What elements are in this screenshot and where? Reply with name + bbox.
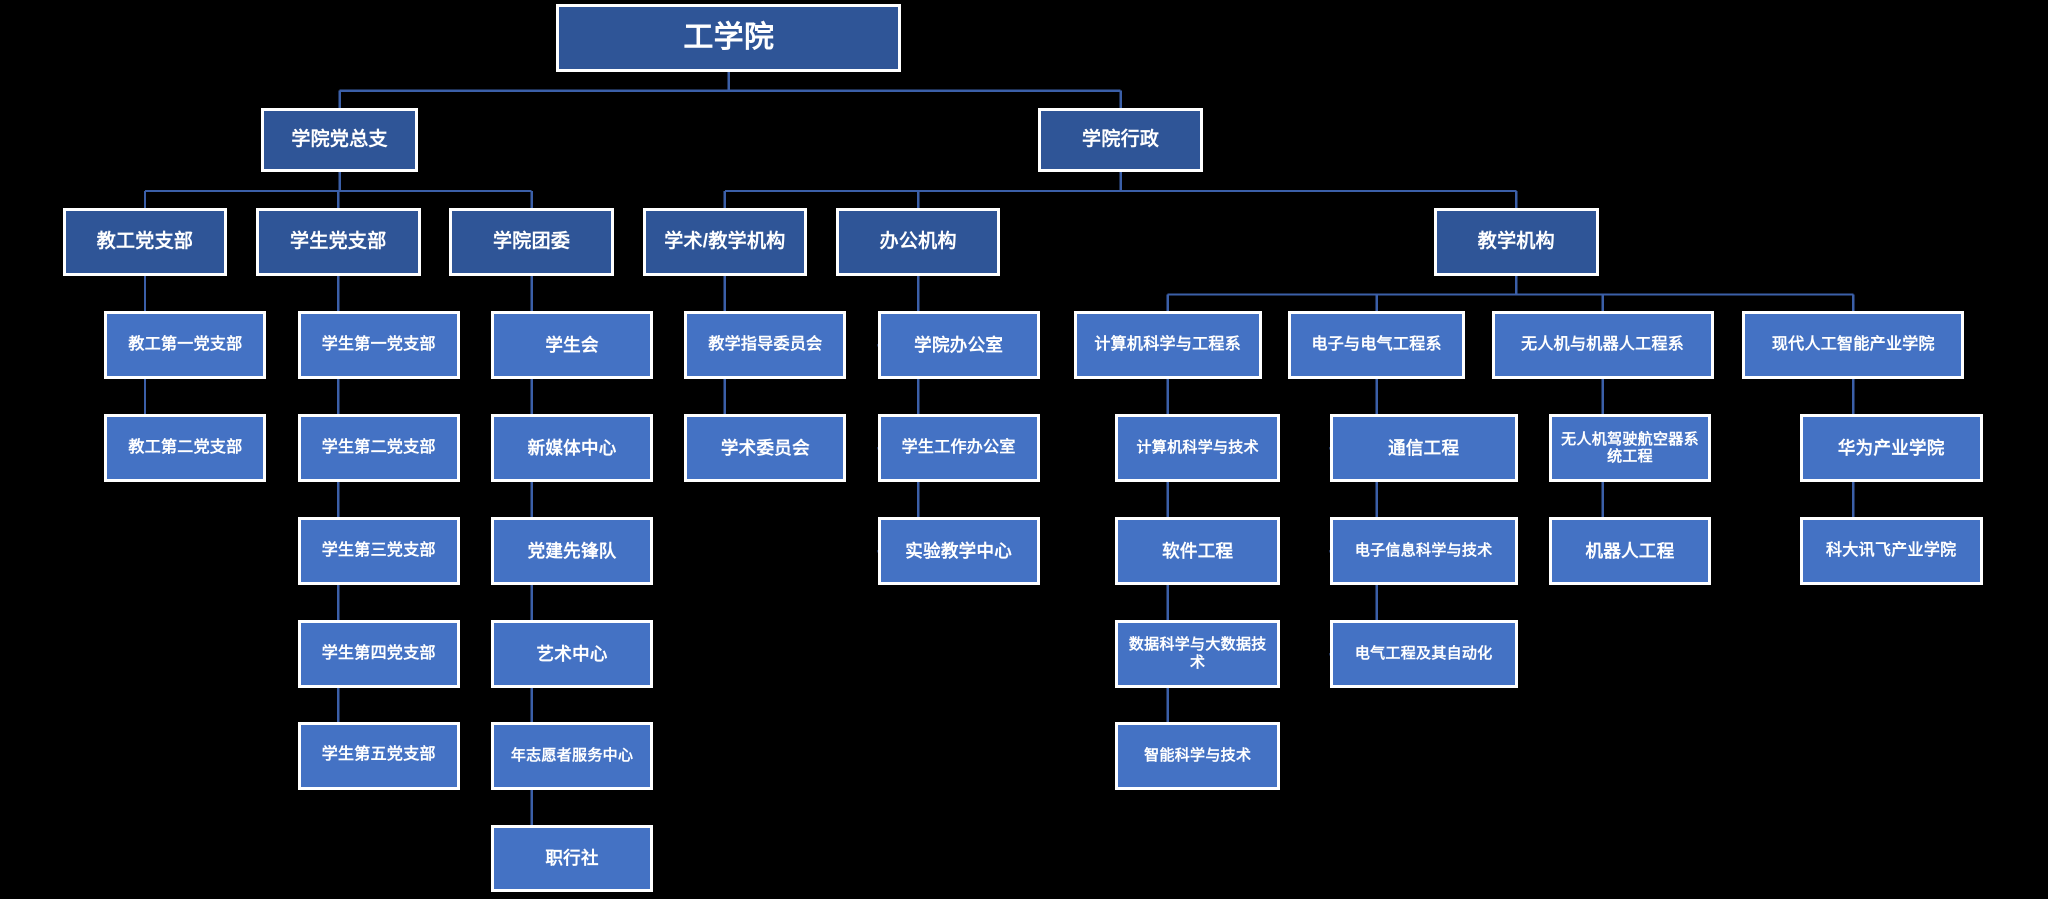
org-node-student-party-1[interactable]: 学生第一党支部 [297,311,460,380]
org-node-college-office[interactable]: 学院办公室 [877,311,1040,380]
org-node-intelligent-science-tech[interactable]: 智能科学与技术 [1115,721,1280,790]
org-node-uav-aircraft-system[interactable]: 无人机驾驶航空器系统工程 [1549,414,1711,483]
org-node-faculty-party[interactable]: 教工党支部 [62,208,228,277]
org-node-student-party-5[interactable]: 学生第五党支部 [297,721,460,790]
org-node-teaching-org[interactable]: 教学机构 [1434,208,1599,277]
org-node-student-party-3[interactable]: 学生第三党支部 [297,517,460,585]
org-node-electrical-automation[interactable]: 电气工程及其自动化 [1329,620,1518,688]
org-node-student-party-4[interactable]: 学生第四党支部 [297,620,460,688]
org-node-youth-league[interactable]: 学院团委 [449,208,614,277]
org-node-electronic-electrical-dept[interactable]: 电子与电气工程系 [1287,311,1466,380]
org-node-student-party-2[interactable]: 学生第二党支部 [297,414,460,483]
org-node-huawei-industry-college[interactable]: 华为产业学院 [1799,414,1983,483]
org-node-communication-engineering[interactable]: 通信工程 [1329,414,1518,483]
org-node-modern-ai-industry-college[interactable]: 现代人工智能产业学院 [1742,311,1965,380]
org-node-office-org[interactable]: 办公机构 [835,208,1001,277]
org-node-electronic-info-science[interactable]: 电子信息科学与技术 [1329,517,1518,585]
org-node-faculty-party-1[interactable]: 教工第一党支部 [104,311,267,380]
org-node-software-engineering[interactable]: 软件工程 [1115,517,1280,585]
org-node-zhixing-club[interactable]: 职行社 [491,824,654,893]
org-node-root[interactable]: 工学院 [556,3,902,72]
org-node-academic-committee[interactable]: 学术委员会 [684,414,847,483]
org-node-party-branch[interactable]: 学院党总支 [261,108,418,172]
org-node-uav-robot-dept[interactable]: 无人机与机器人工程系 [1491,311,1714,380]
org-node-faculty-party-2[interactable]: 教工第二党支部 [104,414,267,483]
org-node-cs-engineering-dept[interactable]: 计算机科学与工程系 [1073,311,1262,380]
org-node-teaching-guidance-committee[interactable]: 教学指导委员会 [684,311,847,380]
org-node-academic-teaching-org[interactable]: 学术/教学机构 [642,208,808,277]
org-node-robot-engineering[interactable]: 机器人工程 [1549,517,1711,585]
org-node-iflytek-industry-college[interactable]: 科大讯飞产业学院 [1799,517,1983,585]
org-node-art-center[interactable]: 艺术中心 [491,620,654,688]
org-node-volunteer-center[interactable]: 年志愿者服务中心 [491,721,654,790]
org-node-party-pioneer-team[interactable]: 党建先锋队 [491,517,654,585]
org-node-new-media-center[interactable]: 新媒体中心 [491,414,654,483]
org-node-student-union[interactable]: 学生会 [491,311,654,380]
org-node-cs-tech-major[interactable]: 计算机科学与技术 [1115,414,1280,483]
org-node-data-science-big-data[interactable]: 数据科学与大数据技术 [1115,620,1280,688]
org-node-experimental-teaching-center[interactable]: 实验教学中心 [877,517,1040,585]
org-node-administration[interactable]: 学院行政 [1038,108,1203,172]
org-node-student-affairs-office[interactable]: 学生工作办公室 [877,414,1040,483]
org-node-student-party[interactable]: 学生党支部 [256,208,421,277]
